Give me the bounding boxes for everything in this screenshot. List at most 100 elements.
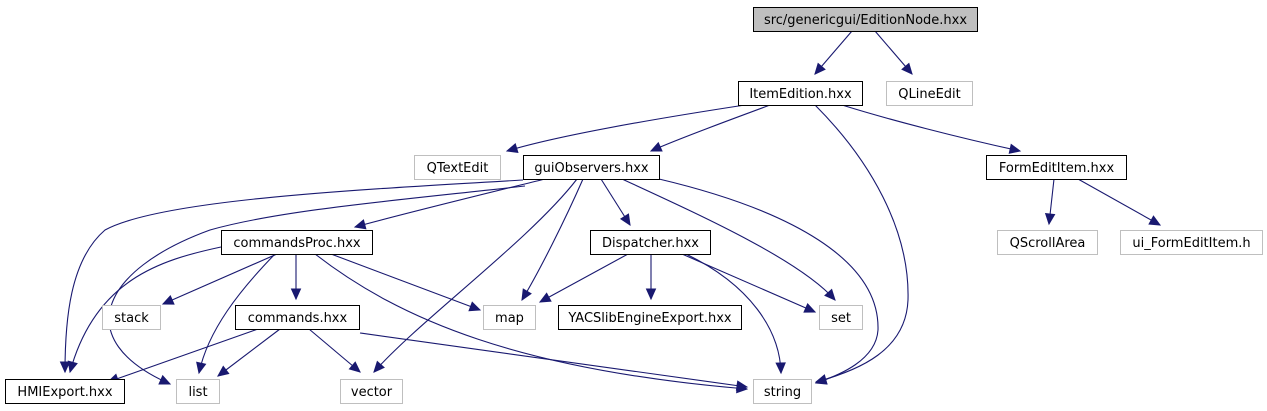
node-box	[886, 81, 973, 106]
node-label: guiObservers.hxx	[534, 161, 649, 176]
edge-line	[217, 328, 281, 377]
edge-commandsproc-to-map	[330, 253, 482, 312]
node-box	[738, 81, 863, 106]
node-commandsproc[interactable]: commandsProc.hxx	[221, 230, 373, 255]
nodes-layer: src/genericgui/EditionNode.hxxItemEditio…	[5, 7, 1263, 404]
node-box	[558, 305, 742, 330]
arrowhead-icon	[505, 142, 519, 154]
arrowhead-icon	[1008, 143, 1022, 154]
node-label: FormEditItem.hxx	[999, 161, 1115, 176]
edge-line	[64, 179, 524, 373]
node-label: stack	[114, 311, 149, 326]
node-box	[483, 305, 536, 330]
node-commands[interactable]: commands.hxx	[235, 305, 360, 330]
edge-line	[69, 246, 222, 373]
edge-line	[107, 328, 259, 383]
edge-itemedition-to-formedititem	[841, 104, 1022, 154]
arrowhead-icon	[348, 361, 361, 373]
edge-itemedition-to-guiobservers	[649, 104, 771, 152]
node-label: set	[831, 311, 851, 326]
arrowhead-icon	[619, 213, 631, 227]
edge-line	[198, 253, 276, 374]
node-box	[102, 305, 161, 330]
node-label: src/genericgui/EditionNode.hxx	[764, 13, 967, 28]
arrowhead-icon	[67, 360, 78, 374]
node-guiobservers[interactable]: guiObservers.hxx	[523, 155, 660, 180]
arrowhead-icon	[814, 374, 828, 385]
edge-line	[162, 253, 278, 305]
arrowhead-icon	[468, 301, 482, 312]
edge-guiobservers-to-hmiexport	[59, 179, 524, 374]
arrowhead-icon	[290, 288, 302, 301]
node-box	[523, 155, 660, 180]
edge-line	[521, 178, 584, 301]
edge-line	[506, 104, 746, 152]
node-label: QTextEdit	[427, 161, 489, 176]
node-label: Dispatcher.hxx	[602, 236, 699, 251]
edge-dispatcher-to-string	[685, 253, 786, 375]
arrowhead-icon	[59, 361, 71, 374]
edge-root-to-qlineedit	[874, 30, 913, 75]
edges-layer	[59, 30, 1162, 394]
node-label: list	[188, 385, 207, 400]
arrowhead-icon	[775, 362, 786, 375]
arrowhead-icon	[824, 288, 836, 301]
node-dispatcher[interactable]: Dispatcher.hxx	[590, 230, 711, 255]
arrowhead-icon	[645, 288, 657, 301]
node-map: map	[483, 305, 536, 330]
edge-commands-to-vector	[308, 328, 361, 373]
edge-commandsproc-to-hmiexport	[67, 246, 222, 374]
edge-formedititem-to-ui_formedititem	[1077, 178, 1162, 226]
edge-line	[1077, 178, 1161, 226]
edge-commandsproc-to-stack	[161, 253, 278, 305]
node-box	[753, 379, 812, 404]
edge-line	[108, 185, 526, 385]
node-label: ItemEdition.hxx	[749, 87, 852, 102]
node-label: string	[764, 385, 801, 400]
node-box	[819, 305, 863, 330]
edge-commandsproc-to-commands	[290, 254, 302, 301]
node-label: ui_FormEditItem.h	[1132, 236, 1250, 251]
edge-line	[308, 328, 361, 373]
node-set: set	[819, 305, 863, 330]
node-root[interactable]: src/genericgui/EditionNode.hxx	[753, 7, 978, 32]
edge-dispatcher-to-yacslib	[645, 254, 657, 301]
arrowhead-icon	[158, 374, 172, 385]
node-label: QScrollArea	[1010, 236, 1086, 251]
edge-line	[539, 253, 629, 303]
edge-commandsproc-to-list	[196, 253, 276, 375]
arrowhead-icon	[1148, 215, 1162, 226]
edge-itemedition-to-string	[814, 104, 909, 385]
node-label: YACSlibEngineExport.hxx	[567, 311, 732, 326]
edge-line	[650, 104, 771, 152]
node-qlineedit: QLineEdit	[886, 81, 973, 106]
node-box	[590, 230, 711, 255]
node-box	[997, 230, 1098, 255]
node-box	[5, 379, 125, 404]
edge-root-to-itemedition	[814, 30, 853, 75]
node-stack: stack	[102, 305, 161, 330]
node-formedititem[interactable]: FormEditItem.hxx	[986, 155, 1127, 180]
arrowhead-icon	[814, 62, 826, 75]
node-box	[1120, 230, 1263, 255]
edge-guiobservers-to-dispatcher	[600, 178, 631, 227]
node-hmiexport[interactable]: HMIExport.hxx	[5, 379, 125, 404]
node-vector: vector	[340, 379, 403, 404]
node-box	[986, 155, 1127, 180]
edge-line	[621, 178, 836, 301]
node-itemedition[interactable]: ItemEdition.hxx	[738, 81, 863, 106]
arrowhead-icon	[353, 219, 367, 230]
node-box	[235, 305, 360, 330]
edge-formedititem-to-qscrollarea	[1044, 178, 1056, 226]
edge-line	[658, 178, 879, 384]
node-label: HMIExport.hxx	[17, 385, 112, 400]
arrowhead-icon	[803, 302, 817, 313]
edge-line	[373, 178, 578, 373]
node-qscrollarea: QScrollArea	[997, 230, 1098, 255]
node-qtextedit: QTextEdit	[414, 155, 501, 180]
node-yacslib[interactable]: YACSlibEngineExport.hxx	[558, 305, 742, 330]
node-list: list	[176, 379, 220, 404]
arrowhead-icon	[1044, 212, 1056, 226]
arrowhead-icon	[538, 292, 552, 303]
